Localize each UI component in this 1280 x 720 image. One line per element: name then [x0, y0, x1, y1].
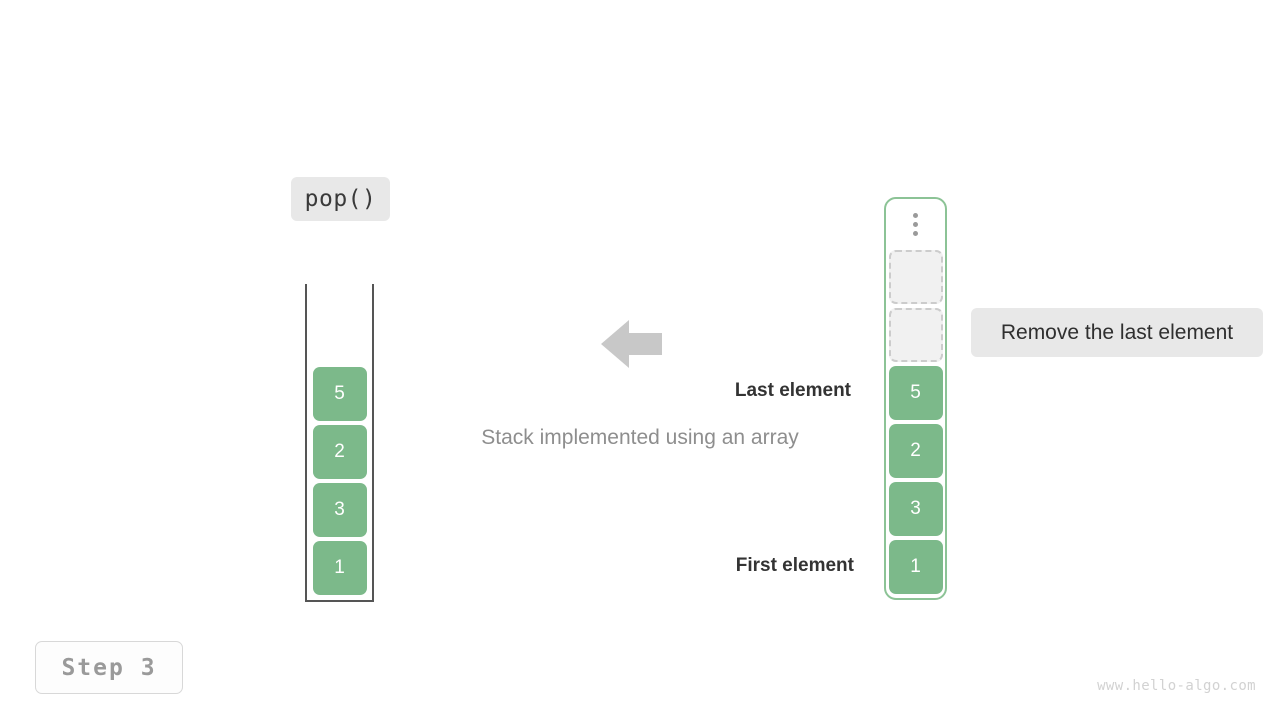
stack-cell: 1	[312, 541, 367, 595]
array-cell: 5	[888, 366, 943, 420]
array-cell: 3	[888, 482, 943, 536]
stack-cell: 5	[312, 367, 367, 421]
array-cell: 2	[888, 424, 943, 478]
stack-cell: 3	[312, 483, 367, 537]
array-cell: 1	[888, 540, 943, 594]
watermark: www.hello-algo.com	[1097, 678, 1256, 694]
operation-label: pop()	[291, 177, 390, 221]
first-element-annotation: First element	[735, 555, 854, 576]
step-badge: Step 3	[35, 641, 183, 694]
diagram-caption: Stack implemented using an array	[481, 426, 799, 449]
stack-cell: 2	[312, 425, 367, 479]
vertical-ellipsis-icon	[886, 213, 945, 236]
action-description-label: Remove the last element	[971, 308, 1263, 357]
array-cell	[888, 308, 943, 362]
array-cell	[888, 250, 943, 304]
last-element-annotation: Last element	[734, 380, 851, 401]
left-arrow-icon	[601, 320, 662, 368]
